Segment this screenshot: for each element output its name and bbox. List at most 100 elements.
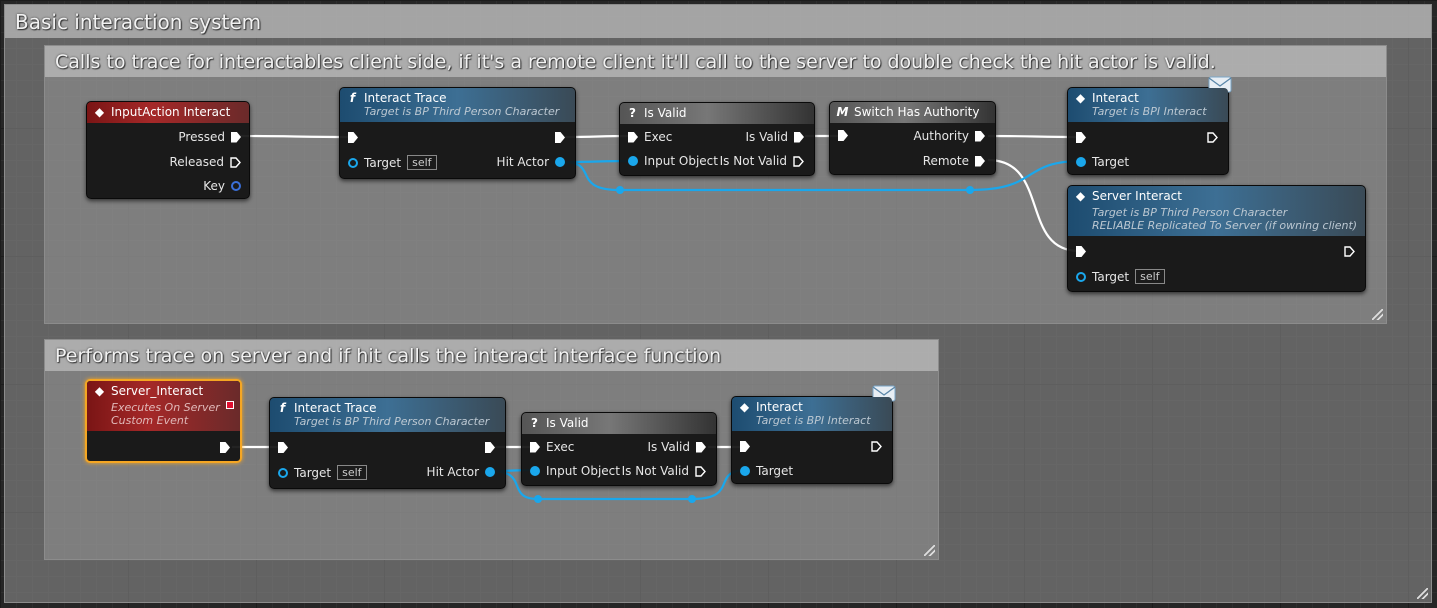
- node-header[interactable]: ?Is Valid: [620, 103, 814, 124]
- exec-pin-icon[interactable]: [838, 130, 848, 141]
- node-header[interactable]: ◆Server Interact Target is BP Third Pers…: [1068, 186, 1365, 236]
- exec-pin-icon[interactable]: [975, 155, 985, 167]
- exec-pin-icon[interactable]: [231, 131, 241, 143]
- exec-in-pin[interactable]: Exec: [530, 440, 574, 454]
- object-pin-icon[interactable]: [278, 467, 288, 478]
- pin-target[interactable]: Target self: [348, 155, 437, 170]
- node-header[interactable]: ◆Interact Target is BPI Interact: [732, 397, 892, 431]
- node-is-valid[interactable]: ?Is Valid Exec Is Valid Input Object Is …: [619, 102, 815, 176]
- exec-in-pin[interactable]: [278, 442, 288, 453]
- pin-input-object[interactable]: Input Object: [530, 464, 620, 478]
- pin-is-valid[interactable]: Is Valid: [745, 130, 804, 144]
- pin-target[interactable]: Target: [1076, 155, 1129, 169]
- exec-pin-icon[interactable]: [555, 132, 565, 143]
- exec-pin-icon[interactable]: [1076, 246, 1086, 257]
- struct-pin-icon[interactable]: [231, 181, 241, 191]
- pin-remote[interactable]: Remote: [923, 154, 985, 168]
- exec-pin-icon[interactable]: [1076, 132, 1086, 143]
- node-inputaction-interact[interactable]: ◆InputAction Interact Pressed Released K…: [86, 101, 250, 199]
- comment-title[interactable]: Performs trace on server and if hit call…: [45, 340, 938, 371]
- exec-pin-hollow-icon[interactable]: [695, 465, 706, 477]
- exec-in-pin[interactable]: [1076, 132, 1086, 143]
- exec-out-pin[interactable]: [871, 441, 882, 452]
- object-pin-icon[interactable]: [1076, 271, 1086, 282]
- exec-pin-icon[interactable]: [740, 441, 750, 452]
- pin-authority[interactable]: Authority: [913, 129, 985, 143]
- node-header[interactable]: ?Is Valid: [522, 413, 716, 434]
- pin-hit-actor[interactable]: Hit Actor: [497, 155, 565, 169]
- object-pin-icon[interactable]: [530, 466, 540, 476]
- node-title: InputAction Interact: [111, 105, 231, 119]
- object-pin-icon[interactable]: [628, 156, 638, 166]
- pin-input-object[interactable]: Input Object: [628, 154, 718, 168]
- node-server-interact-call[interactable]: ◆Server Interact Target is BP Third Pers…: [1067, 185, 1366, 292]
- exec-in-pin[interactable]: [838, 130, 848, 141]
- node-is-valid[interactable]: ?Is Valid Exec Is Valid Input Object Is …: [521, 412, 717, 486]
- resize-handle[interactable]: [1417, 588, 1428, 599]
- exec-out-pin[interactable]: [1207, 132, 1218, 143]
- pin-label: Target: [364, 155, 402, 170]
- exec-pin-hollow-icon[interactable]: [793, 155, 804, 167]
- pin-pressed[interactable]: Pressed: [178, 130, 241, 144]
- pin-target[interactable]: Target self: [278, 465, 367, 480]
- exec-in-pin[interactable]: [1076, 246, 1086, 257]
- pin-target[interactable]: Target: [740, 464, 793, 478]
- pin-key[interactable]: Key: [203, 179, 241, 193]
- exec-pin-icon[interactable]: [278, 442, 288, 453]
- pin-is-valid[interactable]: Is Valid: [647, 440, 706, 454]
- exec-out-pin[interactable]: [1344, 246, 1355, 257]
- resize-handle[interactable]: [924, 545, 935, 556]
- exec-out-pin[interactable]: [555, 132, 565, 143]
- exec-pin-icon[interactable]: [696, 441, 706, 453]
- exec-pin-hollow-icon[interactable]: [230, 156, 241, 168]
- node-subtitle-type: Custom Event: [111, 414, 189, 427]
- object-pin-icon[interactable]: [1076, 157, 1086, 167]
- node-subtitle: Target is BP Third Person Character: [294, 415, 490, 428]
- exec-out-pin[interactable]: [220, 442, 230, 453]
- exec-pin-icon[interactable]: [220, 442, 230, 453]
- node-subtitle-replication: RELIABLE Replicated To Server (if owning…: [1092, 219, 1358, 232]
- object-pin-icon[interactable]: [740, 466, 750, 476]
- exec-pin-icon[interactable]: [485, 442, 495, 453]
- comment-title[interactable]: Calls to trace for interactables client …: [45, 46, 1386, 77]
- exec-pin-icon[interactable]: [794, 131, 804, 143]
- pin-is-not-valid[interactable]: Is Not Valid: [622, 464, 706, 478]
- pin-label: Input Object: [546, 464, 620, 478]
- exec-pin-hollow-icon[interactable]: [1344, 246, 1355, 257]
- node-header[interactable]: ◆Interact Target is BPI Interact: [1068, 88, 1228, 122]
- exec-in-pin[interactable]: Exec: [628, 130, 672, 144]
- node-header[interactable]: ◆Server_Interact Executes On Server Cust…: [87, 381, 240, 431]
- self-default-value[interactable]: self: [1135, 269, 1165, 284]
- node-interact[interactable]: ◆Interact Target is BPI Interact Target: [731, 385, 896, 484]
- exec-pin-icon[interactable]: [348, 132, 358, 143]
- exec-pin-hollow-icon[interactable]: [871, 441, 882, 452]
- pin-released[interactable]: Released: [169, 155, 241, 169]
- node-server-interact-event[interactable]: ◆Server_Interact Executes On Server Cust…: [85, 379, 242, 463]
- node-interact[interactable]: ◆Interact Target is BPI Interact Target: [1067, 76, 1232, 175]
- exec-in-pin[interactable]: [740, 441, 750, 452]
- node-title: Is Valid: [644, 106, 687, 120]
- pin-target[interactable]: Target self: [1076, 269, 1165, 284]
- pin-hit-actor[interactable]: Hit Actor: [427, 465, 495, 479]
- exec-out-pin[interactable]: [485, 442, 495, 453]
- resize-handle[interactable]: [1372, 309, 1383, 320]
- self-default-value[interactable]: self: [407, 155, 437, 170]
- object-pin-icon[interactable]: [348, 157, 358, 168]
- exec-pin-icon[interactable]: [975, 130, 985, 142]
- comment-title[interactable]: Basic interaction system: [5, 5, 1431, 38]
- self-default-value[interactable]: self: [337, 465, 367, 480]
- pin-is-not-valid[interactable]: Is Not Valid: [720, 154, 804, 168]
- exec-pin-icon[interactable]: [530, 441, 540, 453]
- exec-pin-icon[interactable]: [628, 131, 638, 143]
- object-pin-icon[interactable]: [485, 467, 495, 477]
- exec-pin-hollow-icon[interactable]: [1207, 132, 1218, 143]
- node-header[interactable]: ◆InputAction Interact: [87, 102, 249, 123]
- exec-in-pin[interactable]: [348, 132, 358, 143]
- object-pin-icon[interactable]: [555, 157, 565, 167]
